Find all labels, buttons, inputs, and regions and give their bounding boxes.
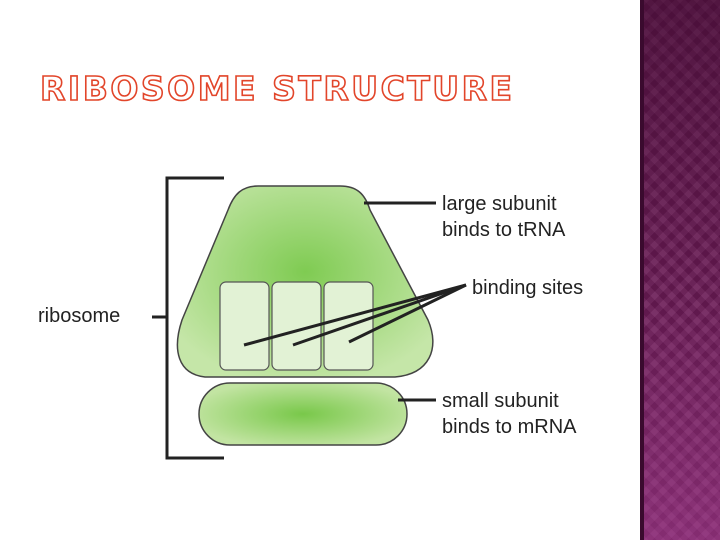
binding-site-leader-3 [348, 283, 467, 344]
binding-site-2 [271, 281, 322, 371]
small-subunit-label-line1: small subunit [442, 390, 559, 412]
large-subunit-label-line1: large subunit [442, 193, 557, 215]
small-subunit-shape [198, 382, 408, 446]
slide-title: RIBOSOME STRUCTURE [39, 69, 515, 108]
ribosome-label: ribosome [38, 305, 121, 327]
ribosome-diagram [152, 176, 467, 460]
binding-site-1 [219, 281, 270, 371]
binding-site-leader-1 [243, 283, 467, 347]
large-subunit-label: large subunit binds to tRNA [442, 191, 565, 243]
decorative-side-bar [640, 0, 720, 540]
small-subunit-label: small subunit binds to mRNA [442, 388, 577, 440]
large-subunit-label-line2: binds to tRNA [442, 219, 566, 241]
small-subunit-label-line2: binds to mRNA [442, 416, 577, 438]
binding-site-leader-2 [292, 283, 467, 347]
binding-sites-label: binding sites [472, 277, 584, 299]
